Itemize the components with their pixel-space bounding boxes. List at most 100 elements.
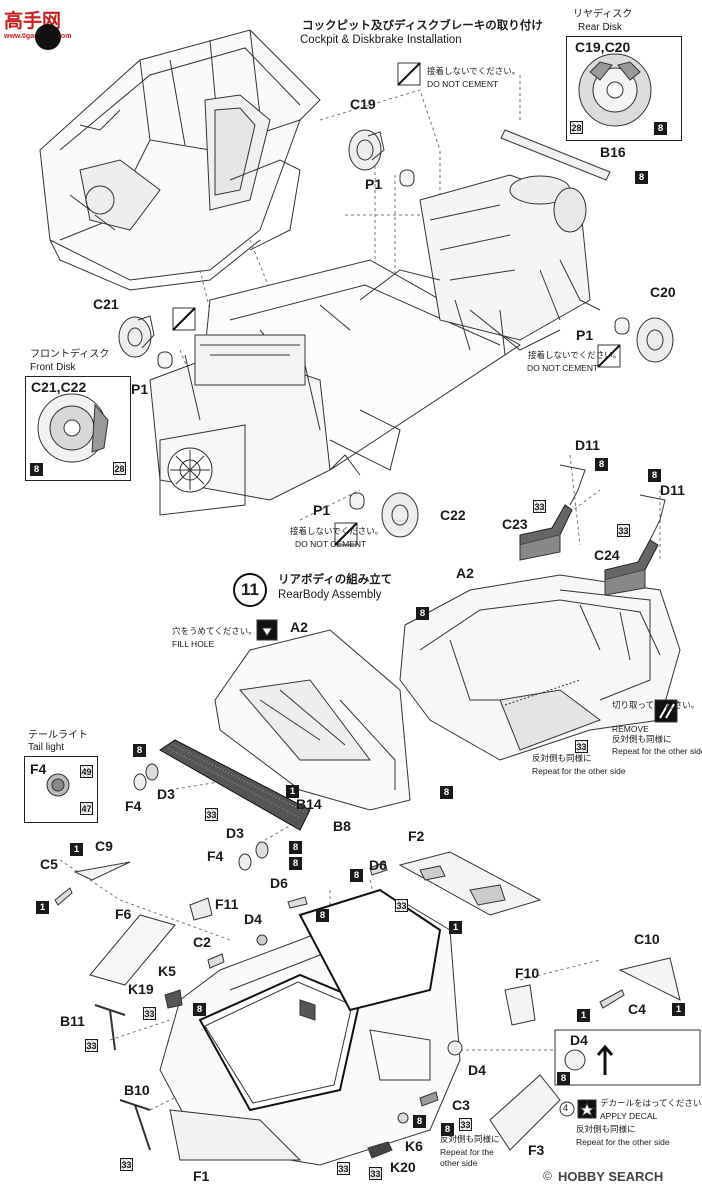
part-k20-drawing	[367, 1141, 393, 1159]
window-f6-drawing	[89, 914, 176, 986]
color-1-c5: 1	[36, 898, 49, 914]
color-1-c4: 1	[577, 1006, 590, 1022]
tail-light-f4b-drawing	[238, 853, 252, 871]
cockpit-tub-drawing	[39, 29, 321, 291]
label-c21: C21	[93, 296, 119, 312]
light-d6-a-drawing	[287, 896, 308, 909]
no-cement-right-en: DO NOT CEMENT	[527, 363, 599, 373]
front-disk-title-jp: フロントディスク	[30, 349, 110, 360]
d4-inset-box	[554, 1029, 701, 1086]
main-body-drawing	[159, 888, 461, 1166]
seat-c24-drawing	[604, 539, 659, 596]
front-suspension-drawing	[149, 334, 361, 516]
tail-light-title-en: Tail light	[28, 742, 65, 753]
tail-light-inset-frame	[24, 756, 98, 823]
label-d6-top: D6	[369, 857, 387, 873]
step11-title-en: RearBody Assembly	[278, 589, 382, 601]
label-d3-left: D3	[157, 786, 175, 802]
color-8-d6-top: 8	[350, 866, 363, 882]
part-d11-left-drawing	[559, 464, 586, 506]
color-b16: 8	[635, 168, 648, 184]
repeat-jp-1: 反対側も同様に	[612, 735, 672, 745]
step10-title-jp: コックピット及びディスクブレーキの取り付け	[302, 18, 543, 32]
color-8-tail: 8	[133, 741, 146, 757]
label-f4-right: F4	[207, 848, 224, 864]
rear-disk-title-jp: リヤディスク	[573, 9, 633, 20]
color-1-c10: 1	[672, 1000, 685, 1016]
disk-c19-drawing	[348, 129, 415, 187]
d4-inset-color: 8	[557, 1069, 570, 1085]
repeat-en-4: Repeat for the other side	[576, 1137, 670, 1147]
label-f6: F6	[115, 906, 132, 922]
label-a2-left: A2	[290, 619, 308, 635]
label-d4-right: D4	[468, 1062, 486, 1078]
label-d6-left: D6	[270, 875, 288, 891]
rear-disk-parts: C19,C20	[575, 39, 631, 55]
part-f10-drawing	[504, 984, 536, 1026]
front-disk-color-b: 28	[113, 462, 126, 475]
label-d11-right: D11	[660, 482, 685, 498]
repeat-jp-4: 反対側も同様に	[576, 1125, 636, 1135]
no-cement-bottom-jp: 接着しないでください。	[290, 527, 384, 537]
apply-decal-en: APPLY DECAL	[600, 1111, 658, 1121]
mirror-c4-drawing	[599, 989, 625, 1009]
step10-circle	[35, 24, 61, 50]
label-c10: C10	[634, 931, 660, 947]
color-33-b10: 33	[120, 1158, 133, 1171]
color-1-rear: 1	[286, 782, 299, 798]
color-8-k5: 8	[193, 1000, 206, 1016]
color-1-body: 1	[449, 918, 462, 934]
fill-hole-jp: 穴をうめてください。	[172, 627, 257, 637]
color-33-k19: 33	[143, 1007, 156, 1020]
remove-jp: 切り取って ください。	[612, 701, 700, 711]
label-p1-left: P1	[131, 381, 149, 397]
color-33-b11: 33	[85, 1039, 98, 1052]
engine-rear-drawing	[359, 174, 601, 356]
fill-hole-icon	[256, 619, 278, 641]
label-a2-right: A2	[456, 565, 474, 581]
wing-c9-drawing	[73, 861, 131, 881]
part-c3-drawing	[419, 1091, 439, 1107]
color-33-body: 33	[337, 1162, 350, 1175]
no-cement-top-jp: 接着しないでください。	[427, 67, 521, 77]
apply-decal-number: 4	[563, 1103, 569, 1113]
color-33-hood: 33	[395, 899, 408, 912]
remove-icon	[654, 699, 678, 723]
label-b8: B8	[333, 818, 351, 834]
label-c19: C19	[350, 96, 376, 112]
part-k6-drawing	[397, 1112, 409, 1124]
tail-light-color-a: 49	[80, 765, 93, 778]
part-k19-drawing	[164, 989, 183, 1009]
label-d3-right: D3	[226, 825, 244, 841]
no-cement-icon-left	[172, 307, 196, 331]
disk-c21-drawing	[118, 315, 173, 369]
color-33-grille: 33	[205, 808, 218, 821]
label-c9: C9	[95, 838, 113, 854]
part-d4-right-drawing	[447, 1040, 463, 1056]
no-cement-icon-bottom	[334, 522, 358, 546]
tail-light-part: F4	[30, 761, 47, 777]
label-p1-top: P1	[365, 176, 383, 192]
color-8-body: 8	[440, 783, 453, 799]
color-8-c3: 8	[441, 1120, 454, 1136]
color-33-c3: 33	[459, 1118, 472, 1131]
rear-disk-inset-drawing	[578, 53, 652, 127]
wing-c10-drawing	[618, 957, 681, 1001]
front-disk-title-en: Front Disk	[30, 362, 76, 373]
color-8-f4: 8	[289, 854, 302, 870]
rear-disk-inset-frame	[566, 36, 682, 141]
repeat-en-3a: Repeat for the	[440, 1147, 494, 1157]
color-8-k6: 8	[413, 1112, 426, 1128]
tail-light-title-jp: テールライト	[28, 730, 88, 741]
label-f4-left: F4	[125, 798, 142, 814]
no-cement-icon-right	[597, 344, 621, 368]
light-d6-b-drawing	[369, 861, 388, 876]
label-f2: F2	[408, 828, 425, 844]
color-c23: 33	[533, 500, 546, 513]
disk-c20-drawing	[614, 317, 674, 363]
label-k20: K20	[390, 1159, 416, 1175]
label-c4: C4	[628, 1001, 646, 1017]
hood-f2-drawing	[398, 851, 542, 916]
label-f3: F3	[528, 1142, 545, 1158]
part-d11-right-drawing	[639, 494, 666, 541]
